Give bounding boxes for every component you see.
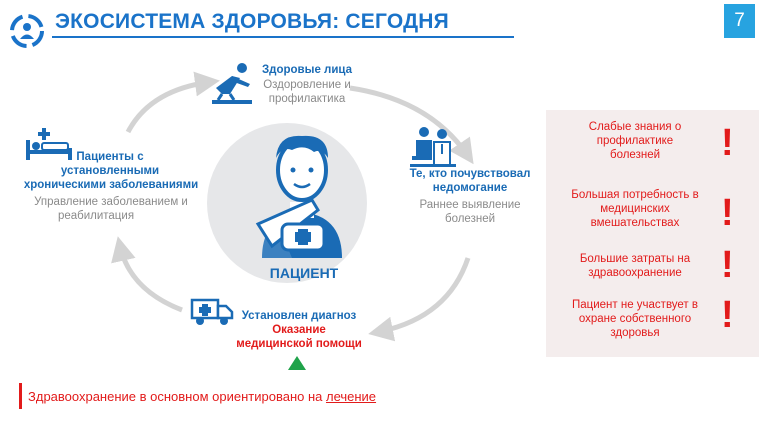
top-node-subtitle-1: Оздоровление и xyxy=(263,79,351,91)
arrow-top-to-right xyxy=(349,85,474,165)
left-node-title-1: Пациенты с xyxy=(76,151,144,163)
ambulance-icon xyxy=(190,296,234,326)
panel-item-4-line-1: Пациент не участвует в xyxy=(571,299,699,311)
logo-icon xyxy=(8,12,46,50)
bottom-node-subtitle-2: медицинской помощи xyxy=(236,338,362,350)
right-node-subtitle-1: Раннее выявление xyxy=(419,199,521,211)
bottom-statement-prefix: Здравоохранение в основном ориентировано… xyxy=(28,389,326,404)
panel-item-2: Большая потребность в медицинских вмешат… xyxy=(550,188,720,230)
exclamation-icon-2: ! xyxy=(721,192,734,234)
statement-accent-bar xyxy=(19,383,22,409)
top-node-title: Здоровые лица xyxy=(261,64,353,76)
bottom-statement-emphasis: лечение xyxy=(325,389,377,404)
panel-item-1-line-2: профилактике xyxy=(596,135,674,147)
arrow-bottom-to-left xyxy=(111,236,183,313)
left-node-subtitle-2: реабилитация xyxy=(57,210,135,222)
problems-panel: Слабые знания о профилактике болезней ! … xyxy=(546,110,759,357)
page-title: ЭКОСИСТЕМА ЗДОРОВЬЯ: СЕГОДНЯ xyxy=(55,10,449,33)
panel-item-3-line-2: здравоохранение xyxy=(588,267,682,279)
right-node-title-2: недомогание xyxy=(432,182,508,194)
panel-item-4: Пациент не участвует в охране собственно… xyxy=(550,298,720,340)
exclamation-icon-1: ! xyxy=(721,122,734,164)
bottom-node-title: Установлен диагноз xyxy=(241,310,357,322)
arrow-left-to-top xyxy=(125,71,220,134)
top-node-subtitle-2: профилактика xyxy=(268,93,346,105)
bottom-node-subtitle-1: Оказание xyxy=(272,324,326,336)
doctor-patient-icon xyxy=(410,126,456,168)
panel-item-1-line-3: болезней xyxy=(609,149,661,161)
arrow-right-to-bottom xyxy=(368,257,471,342)
exclamation-icon-3: ! xyxy=(721,244,734,286)
left-node-subtitle-1: Управление заболеванием и xyxy=(34,196,188,208)
left-node-title-3: хроническими заболеваниями xyxy=(23,179,199,191)
title-underline xyxy=(52,36,514,38)
panel-item-2-line-3: вмешательствах xyxy=(590,217,680,229)
patient-avatar-icon xyxy=(252,128,352,258)
right-node-title-1: Те, кто почувствовал xyxy=(409,168,531,180)
hospital-bed-icon xyxy=(24,126,74,162)
panel-item-1-line-1: Слабые знания о xyxy=(588,121,682,133)
exercise-person-icon xyxy=(210,60,254,106)
center-label: ПАЦИЕНТ xyxy=(269,265,339,281)
page-number-badge: 7 xyxy=(724,4,755,38)
panel-item-3-line-1: Большие затраты на xyxy=(579,253,691,265)
panel-item-2-line-2: медицинских xyxy=(600,203,670,215)
panel-item-1: Слабые знания о профилактике болезней xyxy=(550,120,720,162)
left-node-title-2: установленными xyxy=(60,165,160,177)
panel-item-4-line-2: охране собственного xyxy=(578,313,692,325)
right-node-subtitle-2: болезней xyxy=(444,213,496,225)
exclamation-icon-4: ! xyxy=(721,294,734,336)
bottom-statement: Здравоохранение в основном ориентировано… xyxy=(28,389,376,404)
panel-item-3: Большие затраты на здравоохранение xyxy=(550,252,720,280)
up-triangle-icon xyxy=(288,356,306,370)
panel-item-4-line-3: здоровья xyxy=(610,327,660,339)
panel-item-2-line-1: Большая потребность в xyxy=(571,189,699,201)
